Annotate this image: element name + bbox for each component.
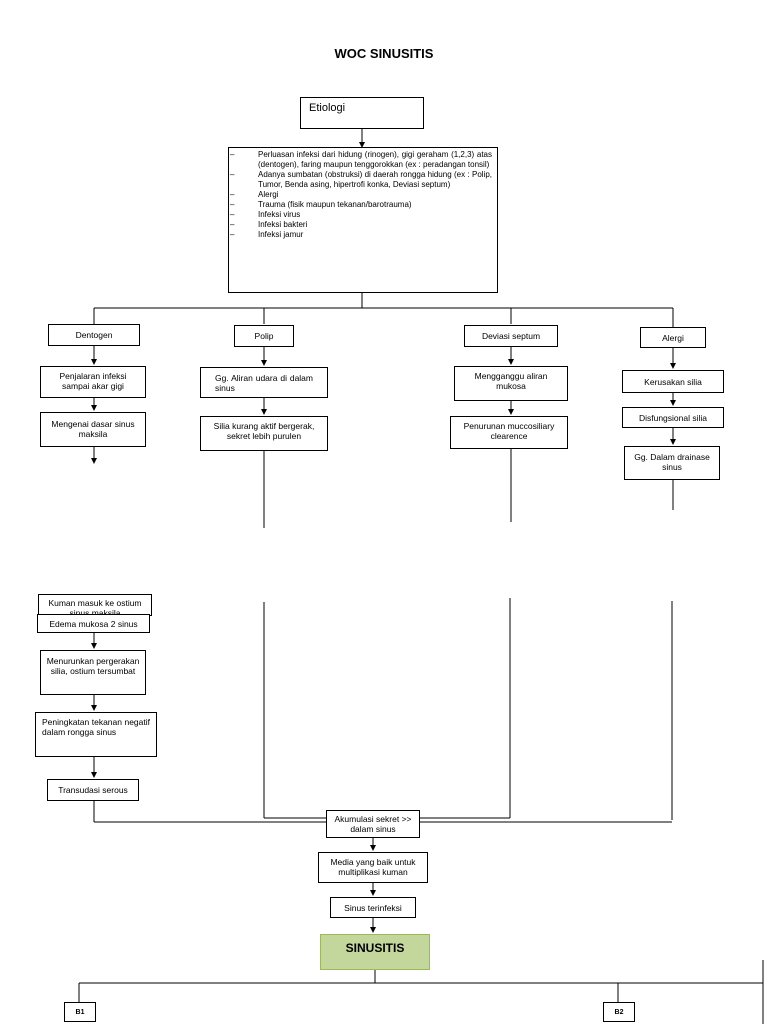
kuman-box: Kuman masuk ke ostium sinus maksila [38,594,152,616]
cause-item: –Adanya sumbatan (obstruksi) di daerah r… [230,170,492,189]
alergi-step-2: Disfungsional silia [622,407,724,428]
dash-icon: – [230,200,235,209]
cause-item: –Infeksi bakteri [230,220,308,229]
b2-box: B2 [603,1002,635,1022]
b1-box: B1 [64,1002,96,1022]
polip-step-2: Silia kurang aktif bergerak, sekret lebi… [200,416,328,451]
menurunkan-box: Menurunkan pergerakan silia, ostium ters… [40,650,146,695]
deviasi-septum-box: Deviasi septum [464,325,558,347]
alergi-box: Alergi [640,327,706,348]
causes-list: –Perluasan infeksi dari hidung (rinogen)… [230,150,492,240]
sinusitis-box: SINUSITIS [320,934,430,970]
cause-item: –Infeksi jamur [230,230,304,239]
etiologi-box: Etiologi [300,97,424,129]
alergi-step-3: Gg. Dalam drainase sinus [624,446,720,480]
edema-box: Edema mukosa 2 sinus [37,614,150,633]
polip-step-1: Gg. Aliran udara di dalam sinus [200,367,328,398]
dentogen-step-2: Mengenai dasar sinus maksila [40,412,146,447]
dash-icon: – [230,210,235,219]
deviasi-step-1: Mengganggu aliran mukosa [454,366,568,401]
dash-icon: – [230,170,235,179]
diagram-title: WOC SINUSITIS [334,46,434,61]
dentogen-box: Dentogen [48,324,140,346]
etiologi-label: Etiologi [309,102,346,114]
dash-icon: – [230,220,235,229]
sinus-terinfeksi-box: Sinus terinfeksi [330,897,416,918]
cause-item: –Perluasan infeksi dari hidung (rinogen)… [230,150,492,169]
akumulasi-box: Akumulasi sekret >> dalam sinus [326,810,420,838]
deviasi-step-2: Penurunan muccosiliary clearence [450,416,568,449]
cause-item: –Alergi [230,190,279,199]
dash-icon: – [230,150,235,159]
cause-item: –Trauma (fisik maupun tekanan/barotrauma… [230,200,412,209]
causes-box [228,147,498,293]
cause-item: –Infeksi virus [230,210,301,219]
transudasi-box: Transudasi serous [47,779,139,801]
peningkatan-box: Peningkatan tekanan negatif dalam rongga… [35,712,157,757]
dentogen-step-1: Penjalaran infeksi sampai akar gigi [40,366,146,398]
alergi-step-1: Kerusakan silia [622,370,724,393]
media-box: Media yang baik untuk multiplikasi kuman [318,852,428,883]
dash-icon: – [230,190,235,199]
dash-icon: – [230,230,235,239]
polip-box: Polip [234,325,294,347]
